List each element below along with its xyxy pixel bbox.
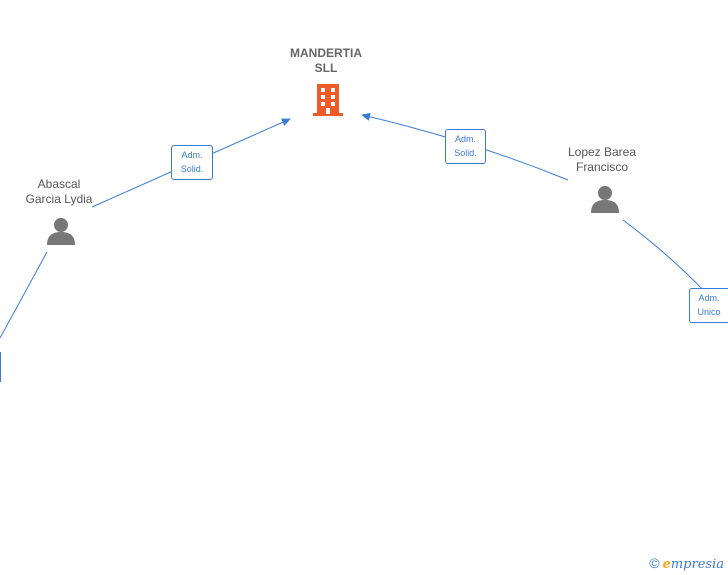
person-name-line2: Francisco [575,160,628,174]
role-badge[interactable]: Adm. Solid. [171,145,213,180]
person-name-line1: Abascal [37,177,81,191]
person-name-line2: Garcia Lydia [25,192,93,206]
company-name-line2: SLL [314,61,338,75]
person-name-lopez[interactable]: Lopez Barea Francisco [552,145,652,175]
role-badge-line2: Unico [697,307,721,317]
footer-watermark: ©empresia [649,555,724,572]
role-badge-line1: Adm. [698,293,720,303]
person-icon[interactable] [589,184,621,214]
role-badge-line2: Solid. [454,148,477,158]
brand-logo-text: mpresia [670,557,724,572]
edge-lopez-to-offscreen [622,219,709,296]
role-badge-line1: Adm. [454,134,476,144]
role-badge-line2: Solid. [180,164,204,174]
person-icon[interactable] [45,216,77,246]
role-badge[interactable]: Adm. Solid. [445,129,486,164]
company-name[interactable]: MANDERTIA SLL [268,46,384,76]
person-name-abascal[interactable]: Abascal Garcia Lydia [10,177,108,207]
building-icon[interactable] [311,82,345,118]
edge-abascal-to-offscreen [0,251,48,339]
person-name-line1: Lopez Barea [567,145,637,159]
brand-logo-e: e [662,557,671,572]
role-badge-line1: Adm. [181,150,203,160]
copyright-symbol: © [649,555,660,571]
company-name-line1: MANDERTIA [290,46,362,60]
role-badge[interactable]: Adm. Unico [689,288,728,323]
